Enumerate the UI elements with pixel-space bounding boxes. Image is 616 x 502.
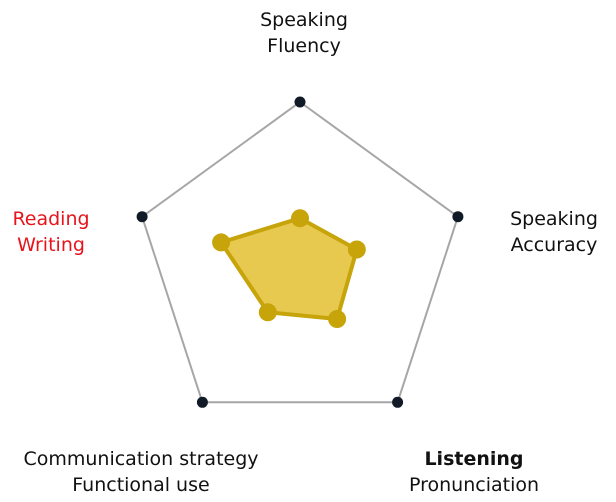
- axis-vertex-speaking-accuracy: [452, 211, 464, 223]
- axis-label-line: Writing: [17, 234, 85, 256]
- radar-outline: [140, 100, 460, 404]
- data-point-speaking-accuracy: [347, 240, 366, 259]
- axis-label-line: Fluency: [267, 35, 341, 57]
- data-point-speaking-fluency: [291, 209, 309, 228]
- axis-label-speaking-accuracy: Speaking Accuracy: [484, 206, 616, 258]
- axis-label-speaking-fluency: Speaking Fluency: [194, 7, 414, 59]
- axis-vertex-reading-writing: [136, 211, 148, 223]
- axis-label-line: Speaking: [260, 9, 348, 31]
- axis-label-line: Accuracy: [510, 234, 598, 256]
- data-point-communication-functional: [258, 303, 277, 322]
- data-point-reading-writing: [212, 233, 231, 252]
- axis-label-communication-functional: Communication strategy Functional use: [0, 446, 282, 498]
- axis-label-listening-pronunciation: Listening Pronunciation: [384, 446, 564, 498]
- series-area: [219, 216, 359, 321]
- axis-vertex-listening-pronunciation: [392, 396, 404, 408]
- axis-label-line: Speaking: [510, 208, 598, 230]
- axis-vertex-speaking-fluency: [294, 96, 306, 108]
- axis-label-line: Communication strategy: [23, 448, 259, 470]
- data-point-listening-pronunciation: [328, 310, 347, 328]
- axis-label-line: Reading: [12, 208, 90, 230]
- axis-label-line: Functional use: [72, 474, 210, 496]
- axis-label-line: Listening: [424, 448, 524, 470]
- axis-vertex-communication-functional: [196, 396, 208, 408]
- axis-label-reading-writing: Reading Writing: [0, 206, 106, 258]
- axis-label-line: Pronunciation: [408, 474, 540, 496]
